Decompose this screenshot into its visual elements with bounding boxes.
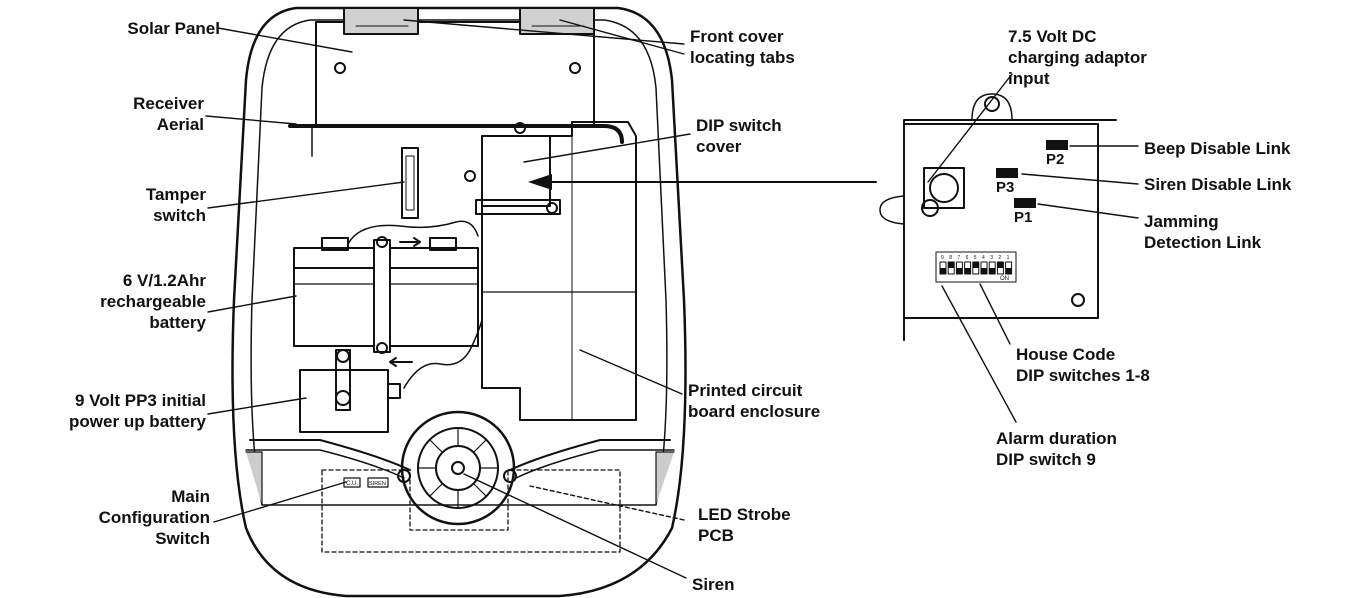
label-siren-disable: Siren Disable Link (1144, 175, 1292, 194)
label-led-strobe-pcb: LED Strobe PCB (698, 505, 791, 545)
p2-text: P2 (1046, 151, 1064, 168)
label-pcb-enclosure: Printed circuit board enclosure (688, 381, 821, 421)
dip-knob-8 (948, 262, 955, 268)
front-cover-tabs (343, 7, 595, 35)
label-charging-adaptor: 7.5 Volt DC charging adaptor input (1008, 27, 1147, 88)
dip-number-6: 6 (966, 255, 969, 261)
dip-number-5: 5 (974, 255, 977, 261)
battery-6v (293, 220, 479, 354)
dip-on-text: ON (1000, 276, 1009, 282)
link-p1 (1014, 198, 1036, 208)
leader-lines (205, 19, 1139, 579)
dip-number-4: 4 (982, 255, 985, 261)
dip-knob-7 (956, 268, 963, 274)
label-dip-switch-cover: DIP switch cover (696, 116, 782, 156)
label-tamper-switch: Tamper switch (145, 185, 206, 225)
receiver-aerial (288, 124, 624, 157)
siren-tag-text: SIREN (369, 481, 386, 487)
label-front-cover-tabs: Front cover locating tabs (690, 27, 795, 67)
label-battery-9v: 9 Volt PP3 initial power up battery (69, 391, 206, 431)
pcb-board (879, 93, 1117, 341)
link-p3 (996, 168, 1018, 178)
housing-bottom-band (245, 439, 675, 506)
cu-tag-text: C.U. (346, 481, 358, 487)
dip-knob-3 (989, 268, 996, 274)
dip-number-7: 7 (957, 255, 960, 261)
dip-knob-9 (940, 268, 946, 274)
screw-right (503, 469, 517, 483)
label-jamming-detection: Jamming Detection Link (1144, 212, 1262, 252)
p3-text: P3 (996, 179, 1014, 196)
dip-knob-4 (981, 268, 987, 274)
dip-knob-2 (997, 262, 1004, 268)
label-siren: Siren (692, 575, 735, 594)
link-p2 (1046, 140, 1068, 150)
dip-knob-1 (1005, 268, 1012, 274)
pcb-enclosure (481, 121, 637, 421)
dip-switch-bank (935, 251, 1017, 283)
label-solar-panel: Solar Panel (127, 19, 220, 38)
label-battery-6v: 6 V/1.2Ahr rechargeable battery (100, 271, 206, 332)
label-receiver-aerial: Receiver Aerial (133, 94, 204, 134)
dip-number-8: 8 (949, 255, 952, 261)
dip-number-1: 1 (1007, 255, 1010, 261)
label-house-code: House Code DIP switches 1-8 (1016, 345, 1150, 385)
dip-number-9: 9 (941, 255, 944, 261)
label-beep-disable: Beep Disable Link (1144, 139, 1291, 158)
p1-text: P1 (1014, 209, 1032, 226)
dip-knob-5 (972, 262, 979, 268)
led-strobe-pcb (321, 469, 621, 553)
screw-left (397, 469, 411, 483)
dip-switch-cover (464, 122, 561, 215)
detail-arrow (528, 174, 877, 190)
siren (400, 410, 516, 526)
label-main-config: Main Configuration Switch (98, 487, 210, 548)
dip-number-2: 2 (998, 255, 1001, 261)
dip-knob-6 (964, 268, 971, 274)
label-alarm-duration: Alarm duration DIP switch 9 (996, 429, 1117, 469)
solar-panel (315, 21, 595, 127)
charging-socket (923, 167, 965, 209)
dip-number-3: 3 (990, 255, 993, 261)
battery-9v (299, 319, 483, 433)
tamper-switch (401, 147, 419, 219)
links (996, 140, 1068, 208)
